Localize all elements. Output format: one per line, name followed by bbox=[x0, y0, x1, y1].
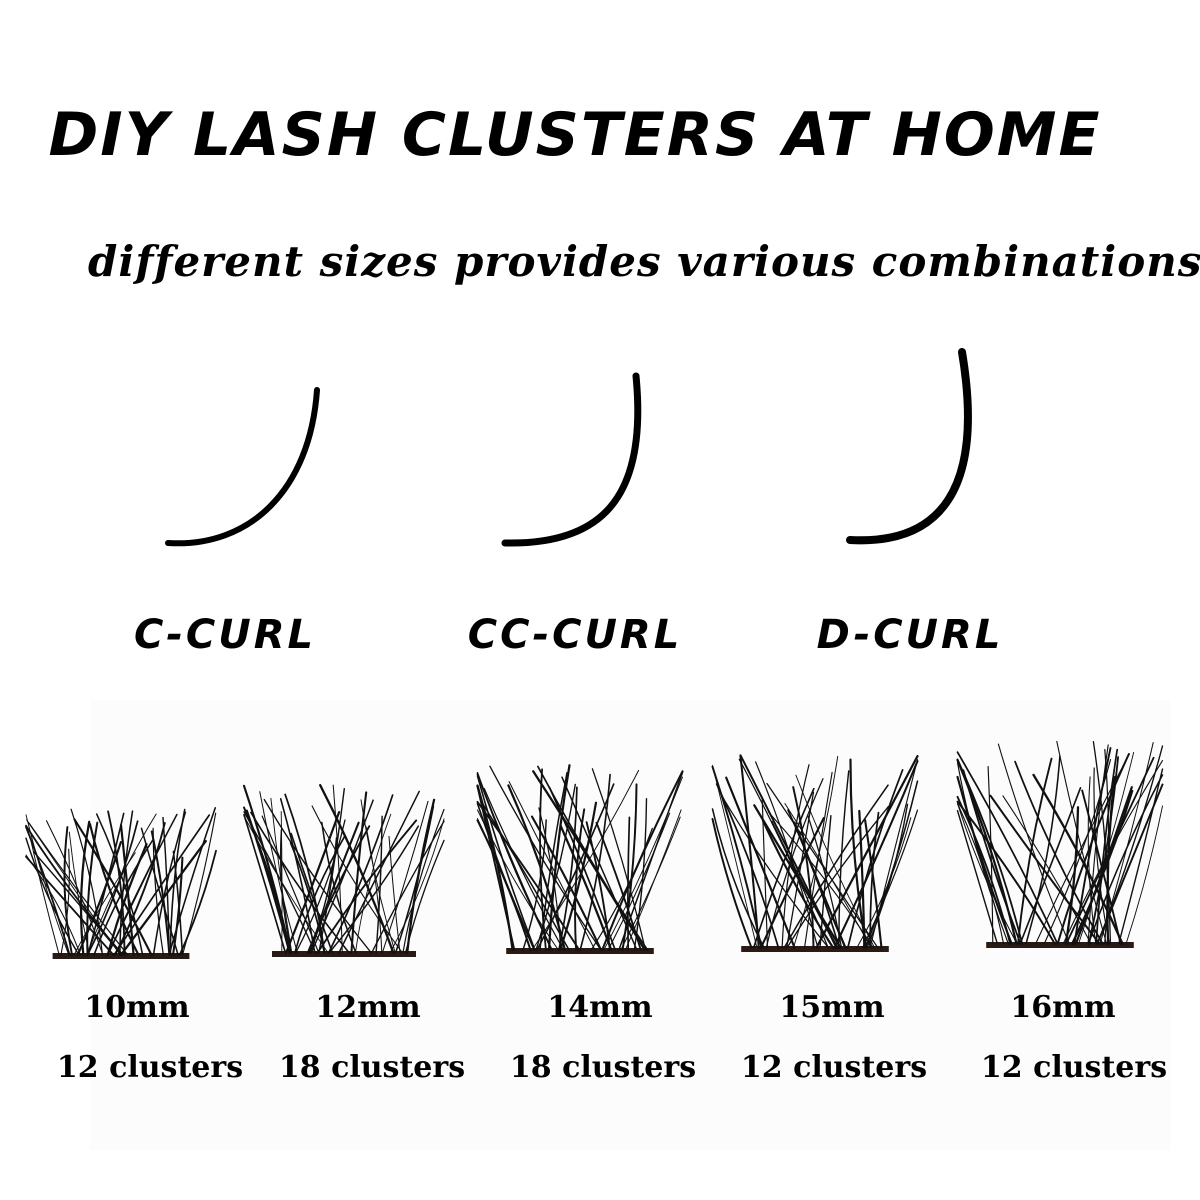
d-curl-label: D-CURL bbox=[816, 612, 1004, 658]
c-curl-icon bbox=[165, 387, 320, 547]
lash-strand bbox=[79, 820, 91, 957]
c-curl-label: C-CURL bbox=[133, 612, 317, 658]
curl-illustrations bbox=[165, 348, 972, 547]
page-title: DIY LASH CLUSTERS AT HOME bbox=[48, 100, 1102, 170]
cc-curl-icon bbox=[501, 372, 642, 547]
lash-strand bbox=[68, 831, 91, 956]
cluster-length-14mm: 14mm bbox=[547, 990, 653, 1025]
cluster-count-10mm: 12 clusters bbox=[56, 1050, 244, 1085]
cluster-length-16mm: 16mm bbox=[1010, 990, 1116, 1025]
lash-strand bbox=[25, 814, 70, 956]
cluster-count-16mm: 12 clusters bbox=[980, 1050, 1168, 1085]
lash-strand bbox=[25, 854, 81, 956]
cluster-length-12mm: 12mm bbox=[315, 990, 421, 1025]
lash-strand bbox=[63, 826, 73, 956]
d-curl-icon bbox=[846, 348, 972, 545]
cluster-count-14mm: 18 clusters bbox=[509, 1050, 697, 1085]
cluster-length-10mm: 10mm bbox=[84, 990, 190, 1025]
lash-strand bbox=[29, 835, 60, 956]
cluster-count-15mm: 12 clusters bbox=[740, 1050, 928, 1085]
page-subtitle: different sizes provides various combina… bbox=[88, 237, 1200, 286]
cluster-length-15mm: 15mm bbox=[779, 990, 885, 1025]
cluster-count-12mm: 18 clusters bbox=[278, 1050, 466, 1085]
lash-strand bbox=[25, 837, 80, 956]
lash-strand bbox=[60, 848, 70, 956]
lash-strand bbox=[25, 825, 71, 956]
cc-curl-label: CC-CURL bbox=[467, 612, 683, 658]
